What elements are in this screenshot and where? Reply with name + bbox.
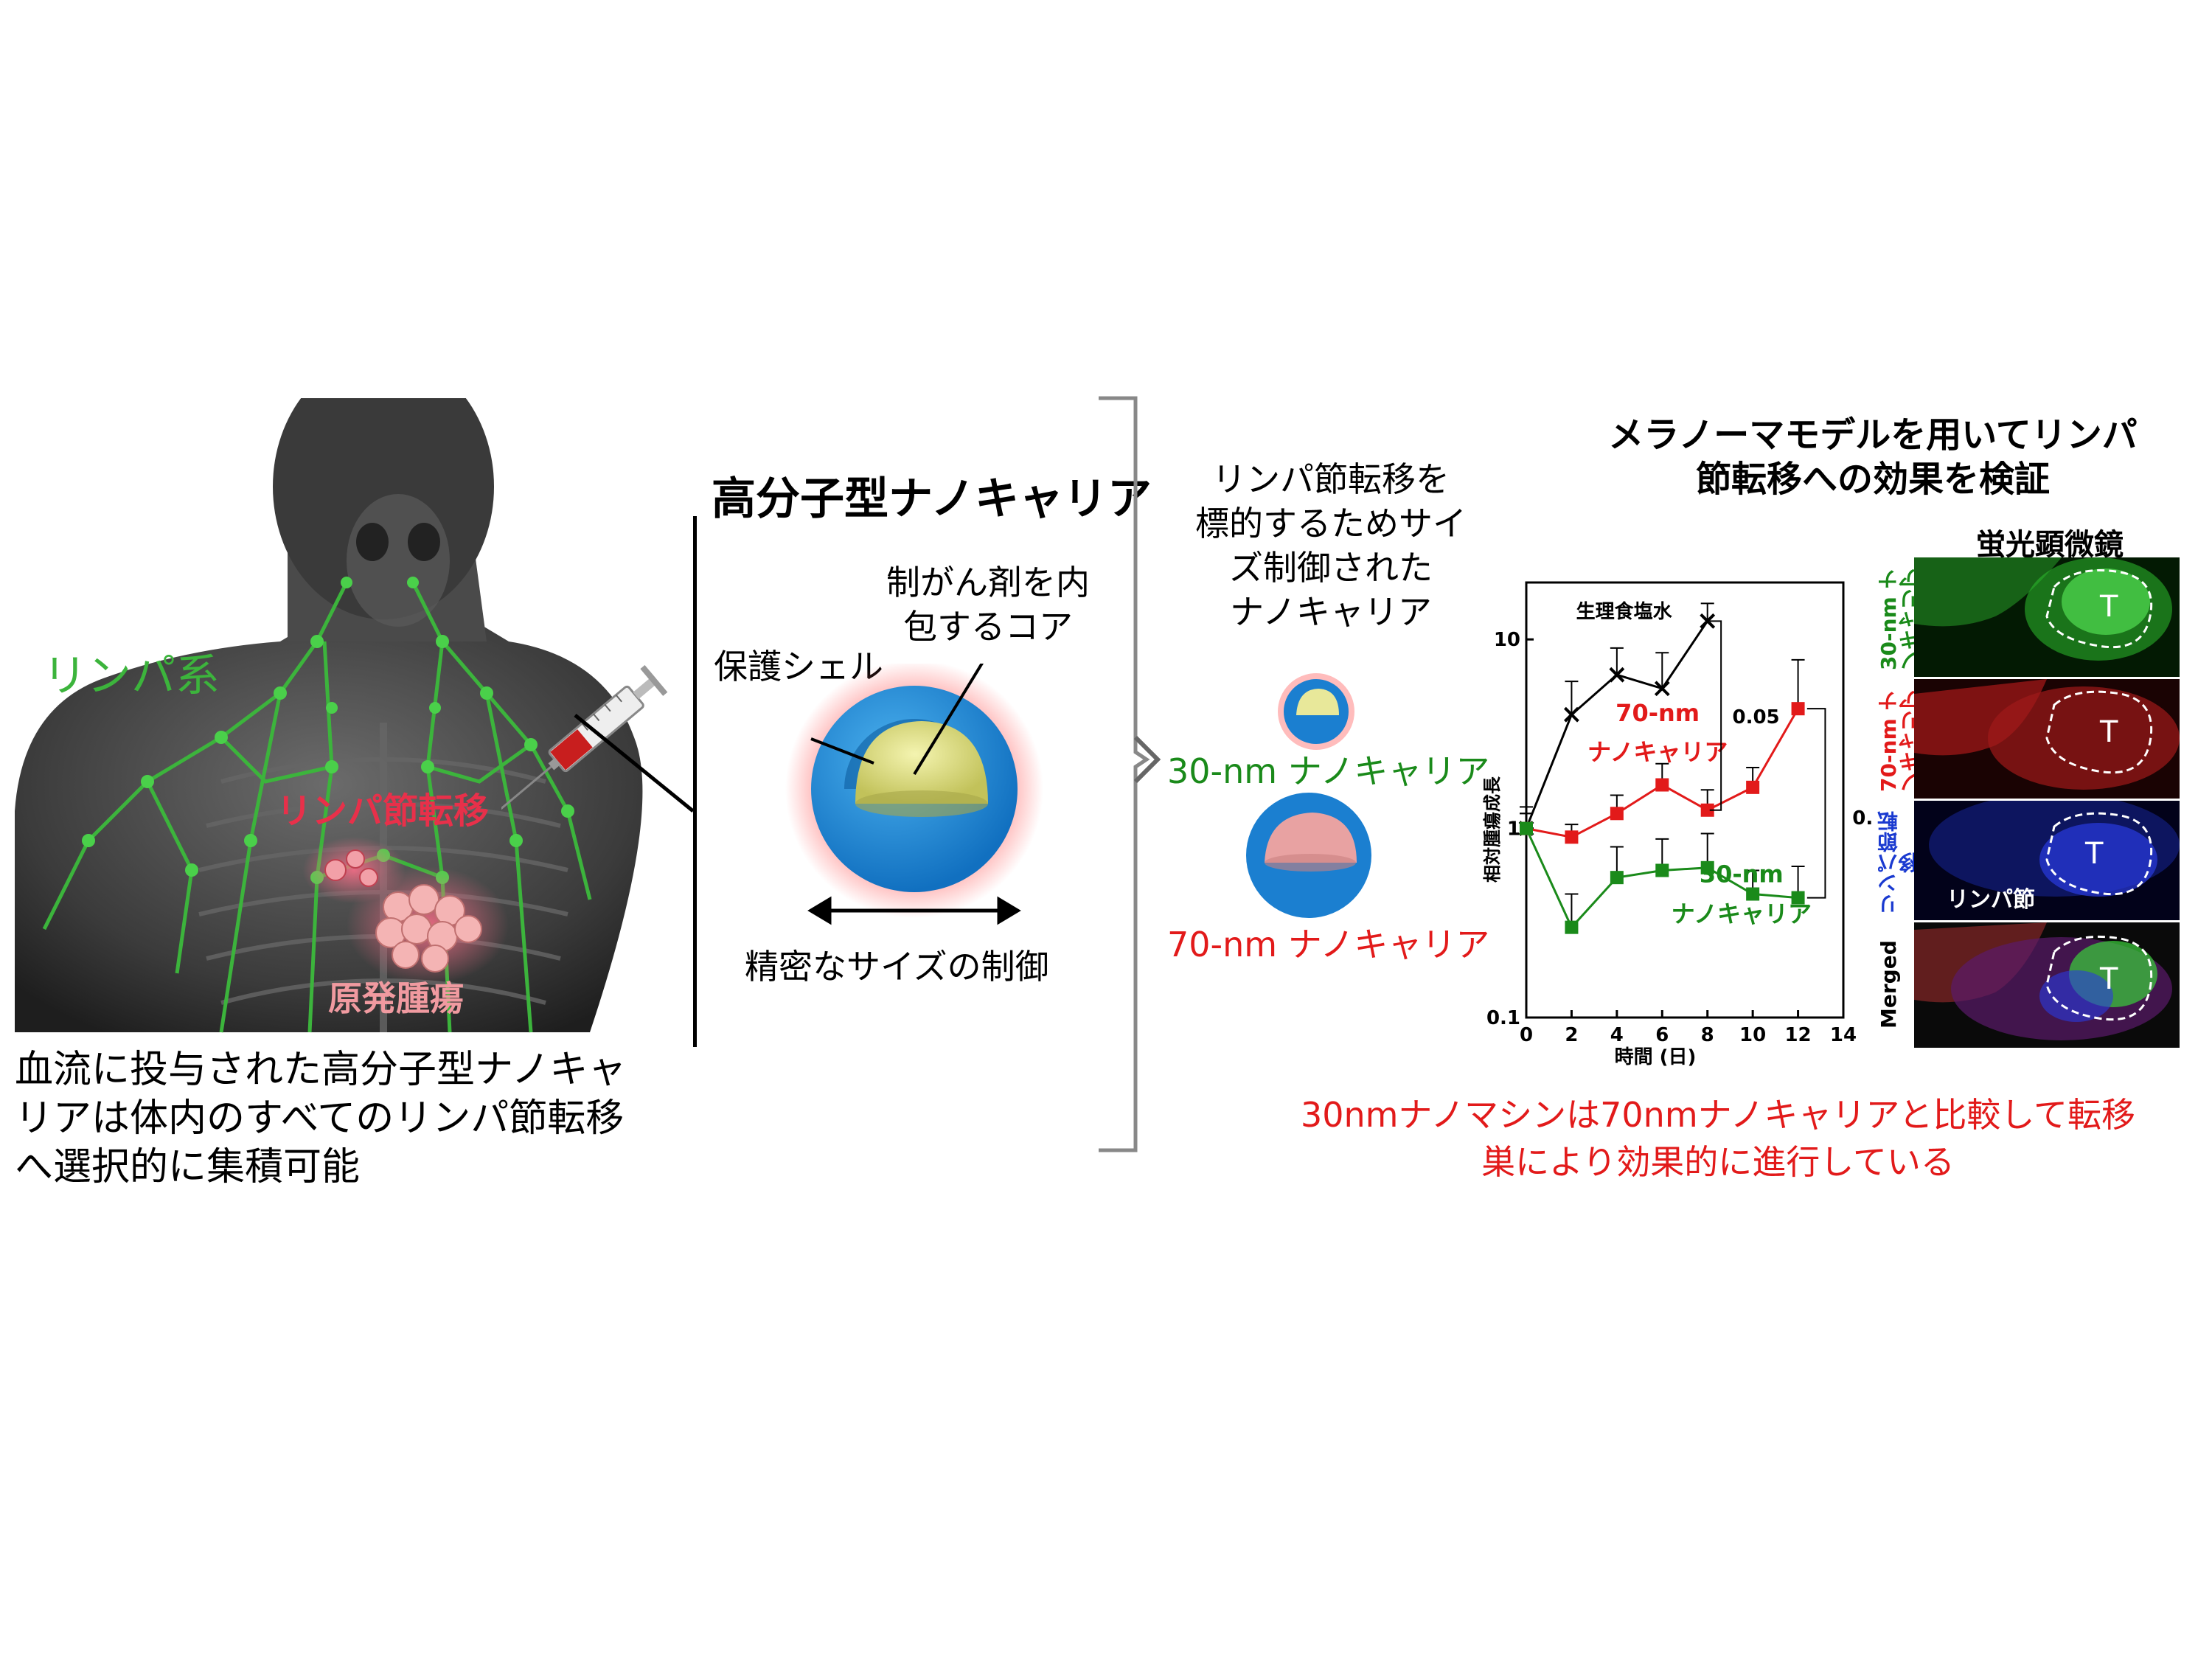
size-arrow [807,896,1021,925]
chart-frame [1525,581,1845,1019]
mic-label-70nm: 70-nm ナノキャリア [1877,689,1921,793]
lymph-node-label: リンパ節 [1947,887,2035,913]
svg-text:T: T [2084,837,2104,871]
y-tick-label: 0.1 [1486,1007,1520,1029]
syringe-icon [501,664,668,810]
data-point [1610,807,1624,821]
lymph-system-label: リンパ系 [43,650,220,702]
connector-line [574,714,695,813]
size-heading-line-1: リンパ節転移を [1212,459,1450,499]
data-point [1700,860,1714,874]
x-tick-label: 14 [1830,1024,1857,1046]
microscopy-panel-blue: T [1914,801,2180,920]
microscopy-panel-merged: T [1914,922,2180,1048]
tumor-growth-chart: 0 2 4 6 8 10 12 14 0.1 1 10 時間 (日) 相対腫瘍成長 生理食塩水 70-nm ナ… [1482,581,1873,1068]
size-heading-line-4: ナノキャリア [1230,592,1432,632]
y-axis-label: 相対腫瘍成長 [1482,776,1503,883]
significance-bracket [1806,708,1826,899]
data-point [1609,667,1625,683]
body-caption: 血流に投与された高分子型ナノキャ リアは体内のすべてのリンパ節転移 へ選択的に集… [15,1046,678,1192]
data-point [1654,681,1670,697]
results-title: メラノーマモデルを用いてリンパ 節転移への効果を検証 [1600,413,2146,501]
data-point [1700,613,1716,629]
series-label-30nm-2: ナノキャリア [1672,900,1812,928]
data-point [1791,891,1805,905]
mic-label-lymph: リンパ節転移 [1877,811,1921,914]
nanocarrier-diagram [785,664,1043,925]
core-label-line-1: 制がん剤を内 [886,563,1090,602]
label-70nm: 70-nm ナノキャリア [1167,925,1490,964]
small-nanocarrier-icon [1278,673,1354,750]
conclusion: 30nmナノマシンは70nmナノキャリアと比較して転移 巣により効果的に進行して… [1209,1091,2212,1186]
caption-line-1: 血流に投与された高分子型ナノキャ [15,1048,627,1092]
lymph-metastasis-label: リンパ節転移 [276,790,490,832]
data-point [1746,887,1760,901]
caption-line-3: へ選択的に集積可能 [15,1145,361,1189]
size-heading-line-3: ズ制御された [1229,548,1433,588]
primary-tumor-cells [375,884,482,973]
mic-label-30nm: 30-nm ナノキャリア [1877,568,1921,671]
svg-text:T: T [2099,962,2118,996]
p-value-label: 0.05 [1733,706,1780,728]
data-point [1610,871,1624,885]
vertical-divider [693,516,697,1047]
x-tick-label: 10 [1739,1024,1766,1046]
caption-line-2: リアは体内のすべてのリンパ節転移 [15,1096,625,1141]
data-point [1655,778,1669,792]
microscopy-title: 蛍光顕微鏡 [1976,528,2124,562]
nanocarrier-title: 高分子型ナノキャリア [712,473,1152,525]
y-tick-label: 10 [1494,629,1520,651]
data-point [1791,702,1805,716]
results-title-line-1: メラノーマモデルを用いてリンパ [1608,414,2138,456]
x-tick-label: 8 [1701,1024,1714,1046]
svg-text:T: T [2099,590,2118,624]
series-label-70nm-2: ナノキャリア [1587,738,1728,766]
label-30nm: 30-nm ナノキャリア [1167,751,1490,791]
svg-text:T: T [2099,715,2118,749]
x-tick-label: 2 [1565,1024,1578,1046]
results-title-line-2: 節転移への効果を検証 [1695,459,2050,500]
primary-tumor-label: 原発腫瘍 [328,978,464,1018]
size-panel-heading: リンパ節転移を 標的するためサイ ズ制御された ナノキャリア [1187,457,1475,634]
data-point [1565,830,1579,844]
data-point [1746,780,1760,794]
series-label-saline: 生理食塩水 [1576,600,1673,623]
p-value-label: 0.05 [1852,807,1873,830]
data-point [1564,706,1579,723]
y-tick-label: 1 [1507,818,1520,841]
x-tick-label: 6 [1655,1024,1669,1046]
conclusion-line-2: 巣により効果的に進行している [1481,1142,1955,1182]
series-label-70nm: 70-nm [1615,699,1700,727]
data-point [1520,821,1533,835]
data-point [1700,803,1714,817]
microscopy-panel-green: T [1914,557,2180,677]
x-axis-label: 時間 (日) [1615,1046,1697,1068]
mic-label-merged: Merged [1877,940,1901,1029]
body-illustration [15,398,643,1033]
size-control-label: 精密なサイズの制御 [745,947,1049,987]
series-label-30nm: 30-nm [1700,860,1784,888]
x-tick-label: 4 [1610,1024,1624,1046]
data-point [1655,863,1669,877]
x-tick-label: 0 [1520,1024,1533,1046]
x-tick-label: 12 [1784,1024,1811,1046]
conclusion-line-1: 30nmナノマシンは70nmナノキャリアと比較して転移 [1300,1095,2136,1135]
size-heading-line-2: 標的するためサイ [1195,504,1467,543]
data-point [1565,920,1579,934]
microscopy-panel-red: T [1914,679,2180,799]
bracket-arrow [1099,396,1161,1152]
large-nanocarrier-icon [1246,793,1371,918]
core-label-line-2: 包するコア [903,607,1073,647]
core-label: 制がん剤を内 包するコア [863,560,1113,649]
significance-bracket [1709,620,1722,811]
